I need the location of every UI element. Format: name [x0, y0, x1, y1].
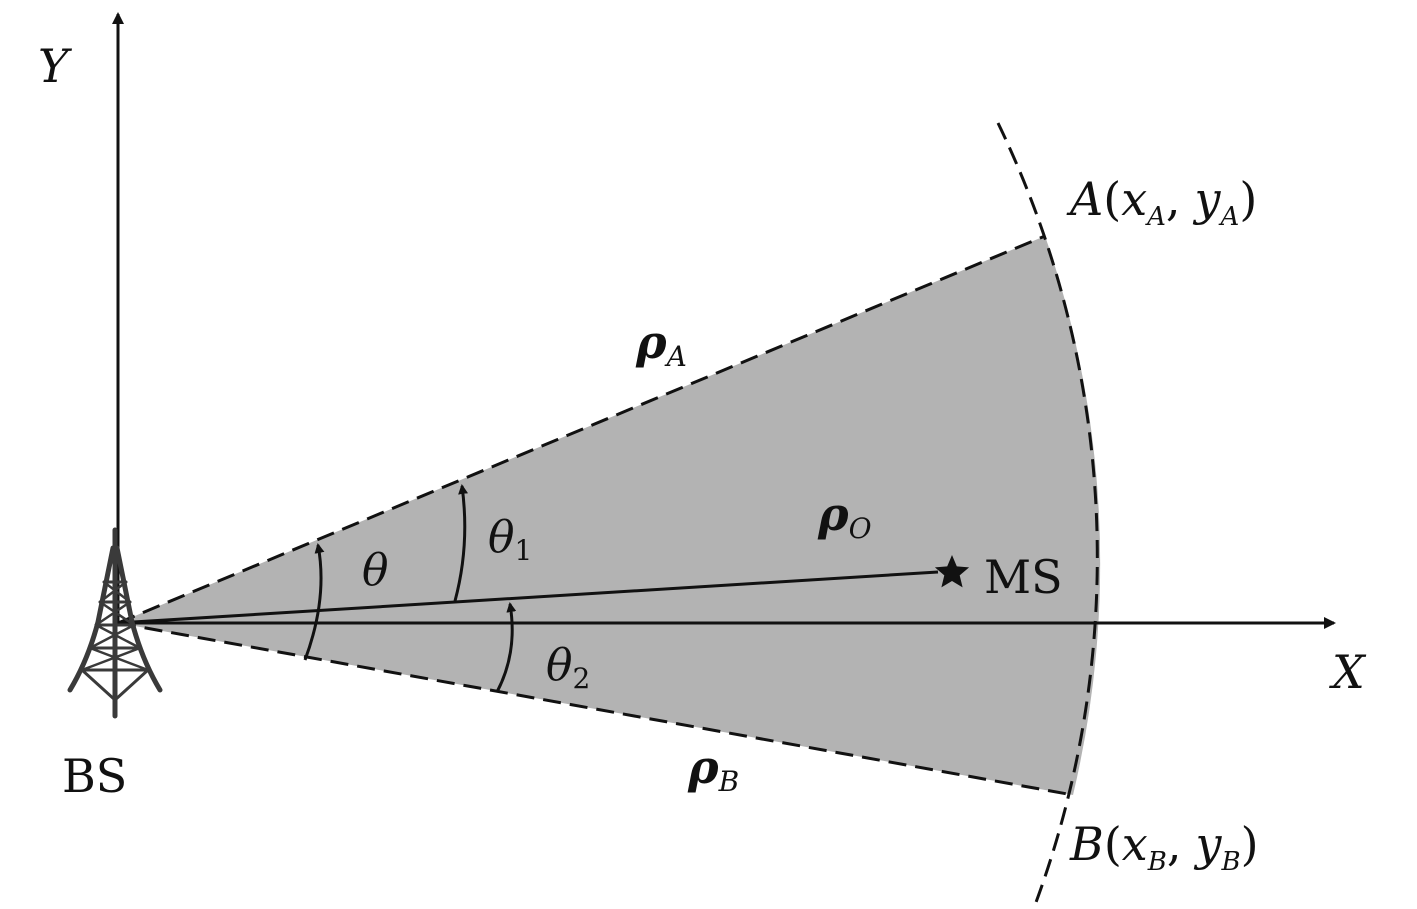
- theta-label: θ: [362, 545, 389, 596]
- y-axis-label: Y: [38, 39, 73, 93]
- coverage-sector: [118, 236, 1101, 795]
- rho-b-label: ρB: [687, 740, 739, 798]
- rho-a-label: ρA: [635, 315, 687, 373]
- cell-tower-icon: [67, 527, 163, 719]
- theta2-arc: [495, 602, 517, 693]
- theta-arc: [303, 543, 325, 661]
- x-axis-label: X: [1329, 645, 1367, 699]
- theta2-label: θ2: [546, 640, 590, 695]
- rho-o-label: ρO: [817, 487, 872, 545]
- theta1-label: θ1: [488, 512, 532, 567]
- theta1-arc: [453, 484, 469, 602]
- base-station-label: BS: [62, 749, 127, 803]
- mobile-station-label: MS: [984, 550, 1063, 604]
- point-b-label: B(xB,yB): [1069, 817, 1259, 877]
- rho-o-line: [117, 570, 939, 625]
- star-icon: [934, 555, 970, 588]
- rho-a-boundary: [117, 234, 1046, 625]
- outer-arc-boundary: [996, 122, 1099, 906]
- point-a-label: A(xA,yA): [1066, 172, 1257, 232]
